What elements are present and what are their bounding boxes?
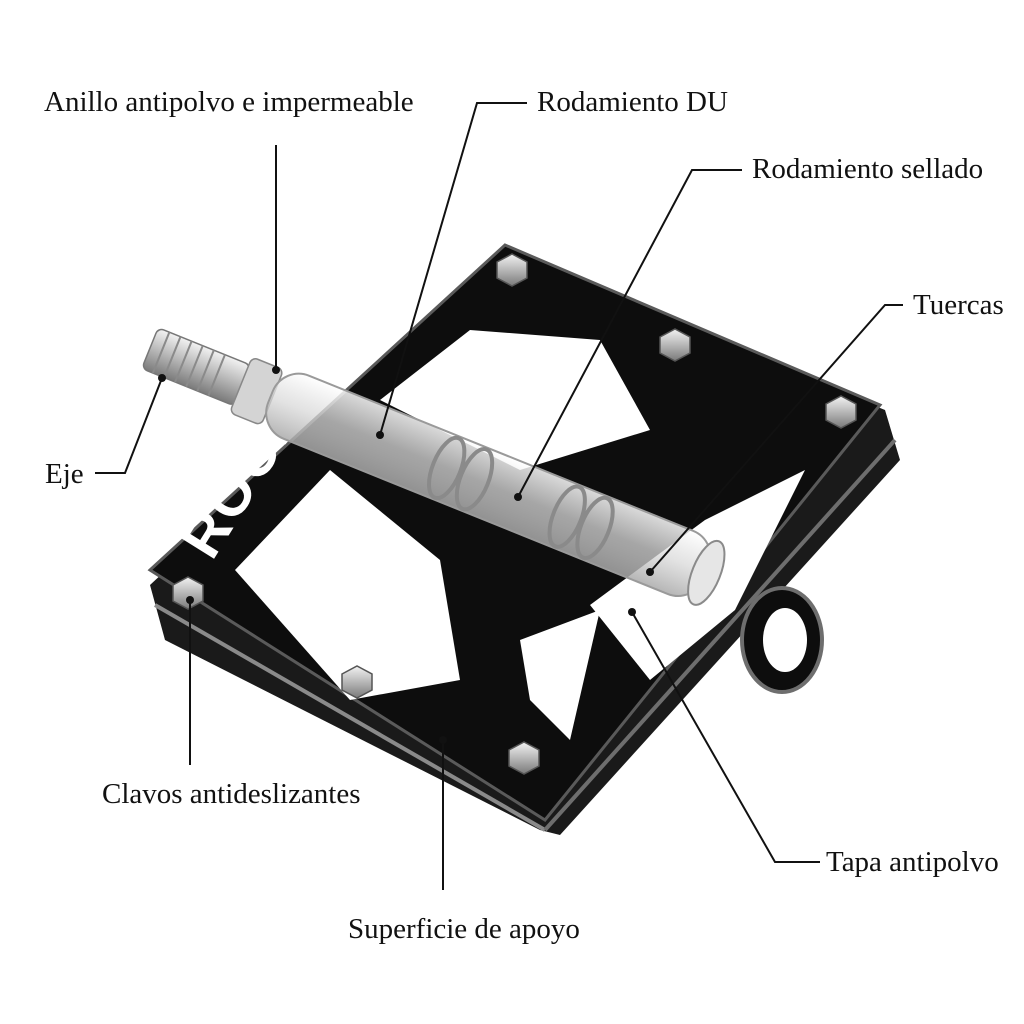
leader-eje (95, 377, 163, 474)
label-rodamiento-du: Rodamiento DU (537, 86, 728, 118)
label-superficie-de-apoyo: Superficie de apoyo (348, 913, 580, 945)
anti-slip-pins (172, 253, 857, 775)
label-rodamiento-sellado: Rodamiento sellado (752, 153, 984, 185)
label-tuercas: Tuercas (913, 289, 1004, 321)
label-clavos-antideslizantes: Clavos antideslizantes (102, 778, 361, 810)
label-eje: Eje (45, 458, 84, 490)
leader-tuercas (649, 304, 903, 573)
pin-icon (341, 665, 373, 699)
leader-tapa (631, 611, 820, 863)
leader-lines (95, 102, 903, 890)
pin-icon (172, 576, 204, 610)
pin-icon (825, 395, 857, 429)
leader-dots (158, 366, 654, 744)
axle-thread (142, 328, 250, 405)
leader-rodamiento-sellado (517, 169, 742, 498)
pin-icon (508, 741, 540, 775)
leader-rodamiento-du (379, 102, 527, 436)
pin-icon (659, 328, 691, 362)
axle-assembly (142, 328, 726, 606)
pin-icon (496, 253, 528, 287)
label-anillo-antipolvo: Anillo antipolvo e impermeable (44, 86, 414, 118)
label-tapa-antipolvo: Tapa antipolvo (826, 846, 999, 878)
